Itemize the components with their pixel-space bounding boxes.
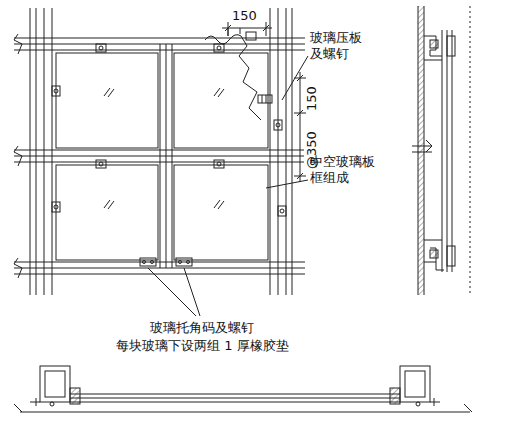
callout-label: 中空玻璃板 框组成 [310,154,380,187]
transoms [14,34,305,278]
glass-clips [52,44,286,266]
dimension-value: 150 [232,8,257,24]
dimension-lines [222,22,306,182]
dimension-value: 150 [304,85,320,112]
callout-label: 玻璃压板 及螺钉 [310,30,367,63]
leader-lines [148,56,308,316]
glass-panels [56,53,268,260]
broken-out-detail [205,28,272,120]
mullions [30,8,292,295]
plan-section [14,366,472,412]
callout-label: 玻璃托角码及螺钉 [150,320,254,336]
note-text: 每块玻璃下设两组 1 厚橡胶垫 [116,338,289,354]
side-section [412,6,470,295]
